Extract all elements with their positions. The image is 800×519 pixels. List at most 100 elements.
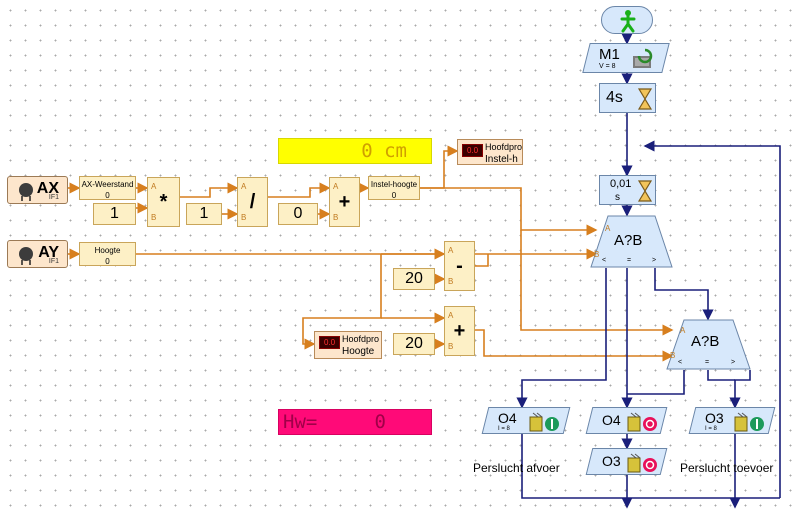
output-name: O3 bbox=[602, 453, 621, 469]
ax-weerstand-input[interactable]: AX-Weerstand 0 bbox=[79, 176, 136, 200]
port-a-label: A bbox=[241, 182, 247, 191]
port-a-label: A bbox=[605, 224, 611, 233]
constant-multiply[interactable]: 1 bbox=[93, 203, 136, 225]
data-wires bbox=[68, 145, 674, 362]
sensor-port: IF1 bbox=[48, 258, 59, 265]
hoogte-input[interactable]: Hoogte 0 bbox=[79, 242, 136, 266]
variable-line1: Hoofdpro bbox=[485, 142, 523, 152]
operator-symbol: + bbox=[338, 190, 351, 213]
output-name: O4 bbox=[602, 412, 621, 428]
output-o4-off[interactable]: O4 bbox=[585, 407, 668, 434]
wait-duration: 4s bbox=[606, 89, 623, 106]
hourglass-icon bbox=[637, 180, 653, 202]
output-intensity: I = 8 bbox=[705, 426, 717, 432]
comparator-shape bbox=[666, 319, 751, 370]
port-b-label: B bbox=[241, 213, 247, 222]
port-b-label: B bbox=[333, 213, 339, 222]
wait-4s-block[interactable]: 4s bbox=[599, 83, 656, 113]
less-than-label: < bbox=[678, 359, 683, 366]
start-block[interactable] bbox=[601, 6, 653, 34]
operator-symbol: - bbox=[456, 254, 463, 277]
add-block[interactable]: A B + bbox=[329, 177, 360, 227]
sensor-name: AY bbox=[38, 244, 59, 261]
wait-duration: 0,01 bbox=[610, 178, 632, 190]
distance-display: 0 cm bbox=[278, 138, 432, 164]
sensor-port: IF1 bbox=[48, 194, 59, 201]
input-value: 0 bbox=[105, 257, 110, 266]
port-b-label: B bbox=[448, 277, 454, 286]
motor-name: M1 bbox=[599, 46, 620, 63]
constant-divide[interactable]: 1 bbox=[186, 203, 222, 225]
label-perslucht-toevoer: Perslucht toevoer bbox=[680, 461, 774, 475]
valve-on-icon bbox=[734, 412, 764, 432]
port-a-label: A bbox=[448, 311, 454, 320]
comparator-shape bbox=[590, 215, 673, 268]
wait-unit: s bbox=[615, 192, 620, 203]
sensor-ay[interactable]: AY IF1 bbox=[7, 240, 68, 268]
port-b-label: B bbox=[151, 213, 157, 222]
motor-icon bbox=[633, 48, 653, 68]
wait-short-block[interactable]: 0,01 s bbox=[599, 175, 656, 205]
hw-display: Hw= 0 bbox=[278, 409, 432, 435]
resistor-sensor-icon bbox=[19, 183, 33, 201]
port-b-label: B bbox=[670, 351, 676, 360]
output-o3-on[interactable]: O3 I = 8 bbox=[688, 407, 776, 434]
motor-speed: V = 8 bbox=[599, 63, 616, 70]
variable-line1: Hoofdpro bbox=[342, 334, 380, 344]
output-name: O3 bbox=[705, 410, 724, 426]
valve-on-icon bbox=[529, 412, 559, 432]
flow-wires bbox=[516, 33, 781, 509]
hourglass-icon bbox=[637, 88, 653, 110]
constant-add[interactable]: 0 bbox=[278, 203, 318, 225]
start-figure-icon bbox=[620, 10, 636, 33]
variable-icon: 0.0 bbox=[319, 336, 340, 349]
variable-icon: 0.0 bbox=[462, 144, 483, 157]
equal-label: = bbox=[627, 257, 632, 264]
constant-value: 0 bbox=[293, 205, 303, 222]
input-label: Hoogte bbox=[94, 246, 121, 255]
motor-m1-block[interactable]: M1 V = 8 bbox=[582, 43, 670, 73]
port-a-label: A bbox=[333, 182, 339, 191]
constant-value: 1 bbox=[110, 205, 119, 222]
variable-line2: Hoogte bbox=[342, 346, 375, 357]
variable-line2: Instel-h bbox=[485, 154, 518, 165]
plus-block[interactable]: A B + bbox=[444, 306, 475, 356]
output-name: O4 bbox=[498, 410, 517, 426]
port-b-label: B bbox=[448, 342, 454, 351]
multiply-block[interactable]: A B * bbox=[147, 177, 180, 227]
compare-label: A?B bbox=[691, 333, 720, 350]
valve-off-icon bbox=[627, 412, 657, 432]
resistor-sensor-icon bbox=[19, 247, 33, 265]
input-value: 0 bbox=[391, 191, 397, 200]
port-a-label: A bbox=[448, 246, 454, 255]
port-a-label: A bbox=[151, 182, 157, 191]
input-value: 0 bbox=[105, 191, 110, 200]
compare-block-1[interactable]: A?B A B < = > bbox=[590, 215, 673, 268]
label-perslucht-afvoer: Perslucht afvoer bbox=[473, 461, 560, 475]
output-intensity: I = 8 bbox=[498, 426, 510, 432]
output-o3-off[interactable]: O3 bbox=[585, 448, 668, 475]
divide-block[interactable]: A B / bbox=[237, 177, 268, 227]
constant-subtract[interactable]: 20 bbox=[393, 268, 435, 290]
instel-hoogte-input[interactable]: Instel-hoogte 0 bbox=[368, 176, 420, 200]
subtract-block[interactable]: A B - bbox=[444, 241, 475, 291]
input-label: Instel-hoogte bbox=[370, 180, 418, 189]
compare-block-2[interactable]: A?B A B < = > bbox=[666, 319, 751, 370]
greater-than-label: > bbox=[652, 257, 657, 264]
operator-symbol: / bbox=[249, 190, 256, 213]
variable-hoogte[interactable]: 0.0 Hoofdpro Hoogte bbox=[314, 331, 382, 359]
sensor-ax[interactable]: AX IF1 bbox=[7, 176, 68, 204]
operator-symbol: * bbox=[159, 190, 168, 213]
compare-label: A?B bbox=[614, 232, 643, 249]
equal-label: = bbox=[705, 359, 710, 366]
constant-value: 20 bbox=[405, 270, 423, 287]
constant-value: 20 bbox=[405, 335, 423, 352]
output-o4-on[interactable]: O4 I = 8 bbox=[481, 407, 571, 434]
valve-off-icon bbox=[627, 453, 657, 473]
input-label: AX-Weerstand bbox=[81, 180, 134, 189]
constant-value: 1 bbox=[199, 205, 209, 222]
constant-plus[interactable]: 20 bbox=[393, 333, 435, 355]
sensor-name: AX bbox=[36, 180, 59, 197]
variable-instel-h[interactable]: 0.0 Hoofdpro Instel-h bbox=[457, 139, 523, 165]
